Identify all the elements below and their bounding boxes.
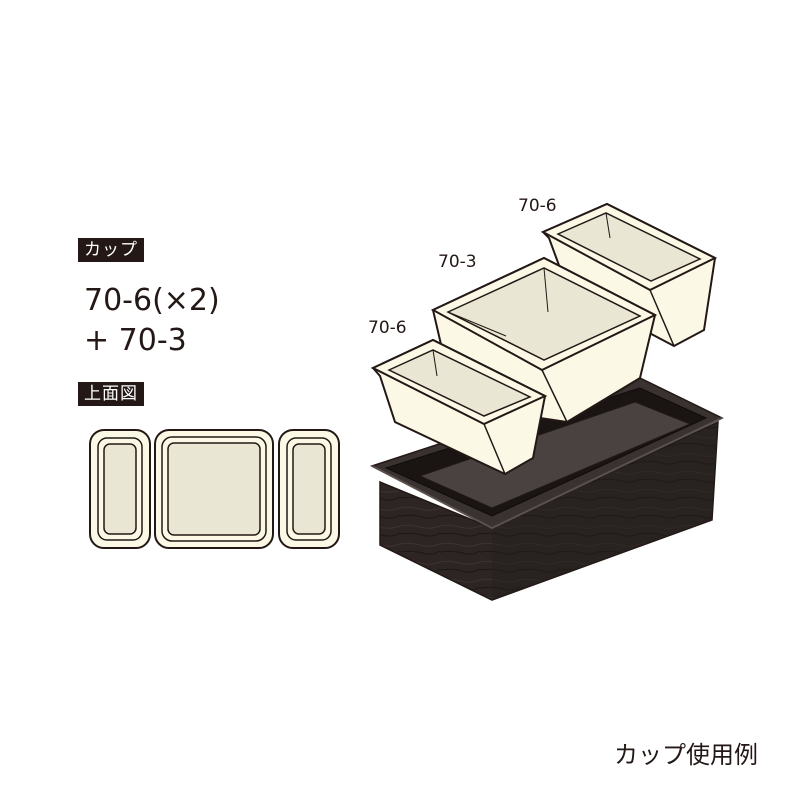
combo-line-1: 70-6(×2) xyxy=(84,283,220,318)
cup-tag: カップ xyxy=(78,238,144,262)
top-view-diagram xyxy=(89,429,340,549)
back-cup-label: 70-6 xyxy=(518,196,557,216)
top-view-large-cup xyxy=(154,429,274,549)
caption: カップ使用例 xyxy=(614,741,758,769)
combo-line-2: + 70-3 xyxy=(84,323,187,358)
top-view-small-cup-right xyxy=(278,429,340,549)
lacquer-box xyxy=(370,377,724,601)
top-view-tag: 上面図 xyxy=(78,382,144,406)
top-view-small-cup-left xyxy=(89,429,151,549)
back-small-cup xyxy=(540,202,718,348)
middle-cup-label: 70-3 xyxy=(438,252,477,272)
front-small-cup xyxy=(370,338,548,476)
front-cup-label: 70-6 xyxy=(368,318,407,338)
